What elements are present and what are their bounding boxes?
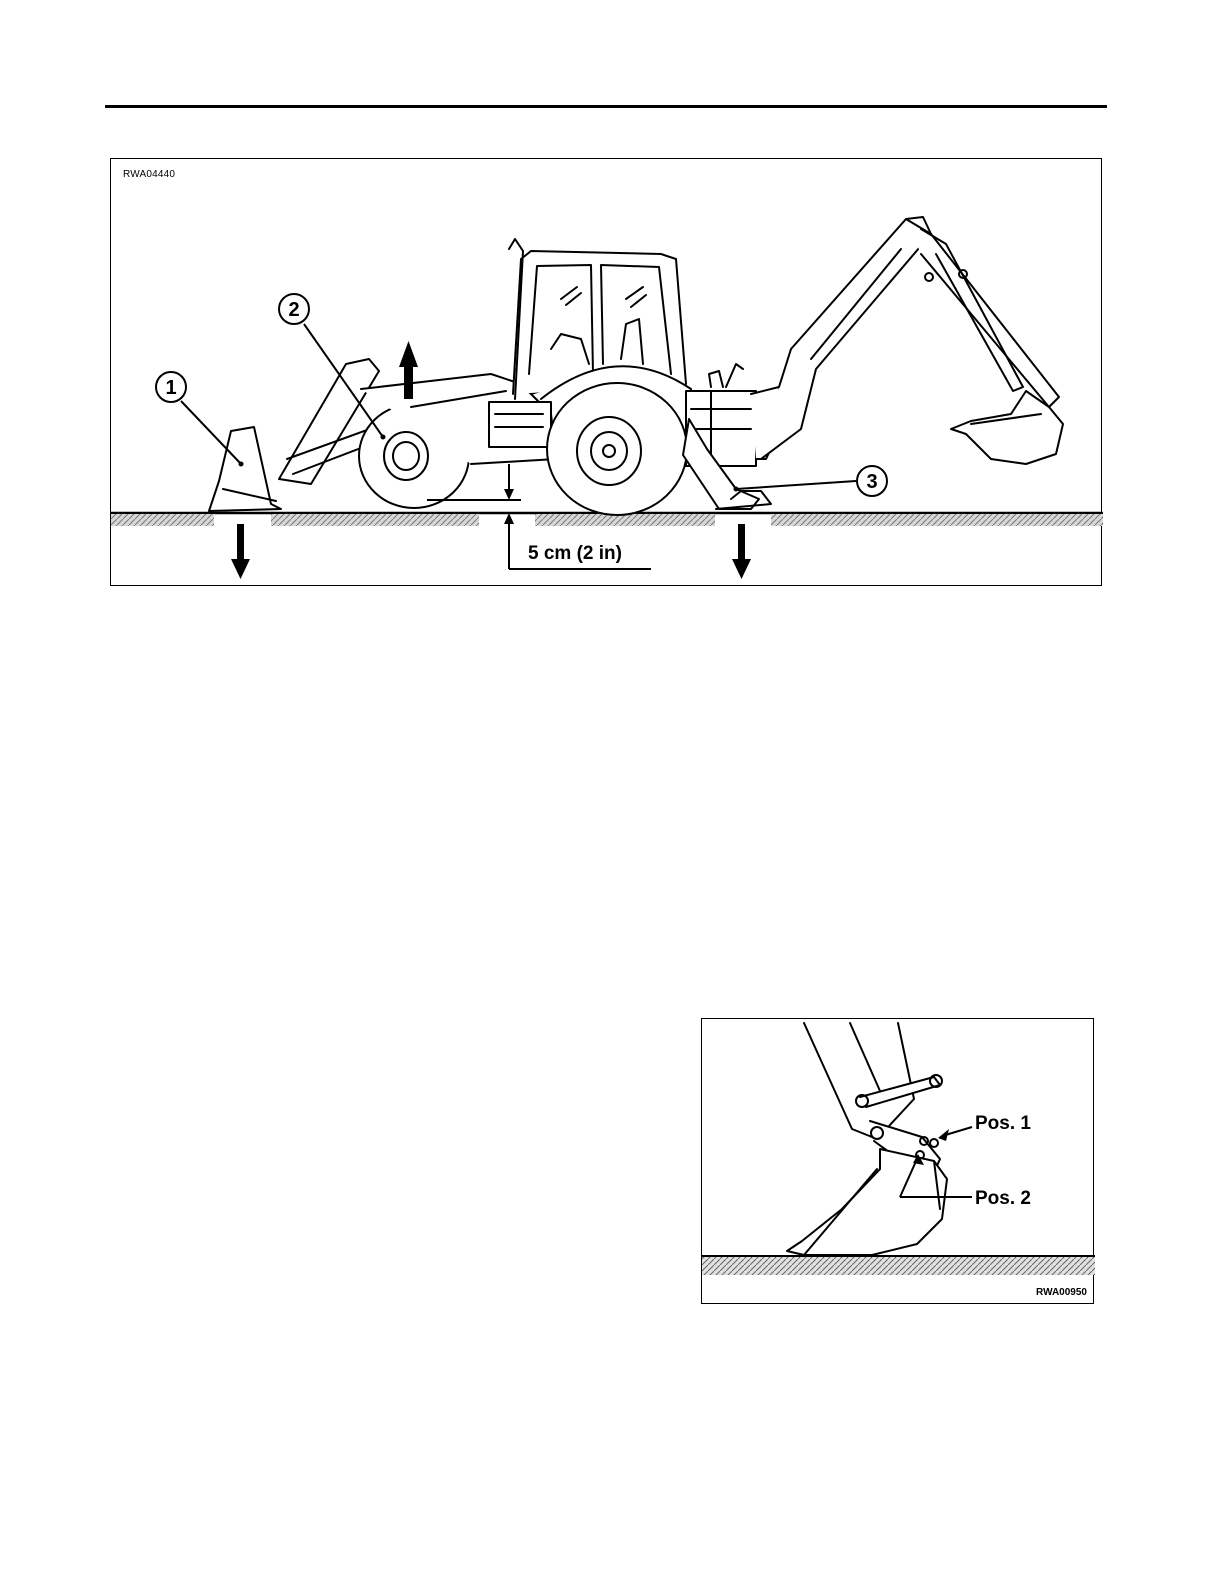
ground-hatch: [771, 514, 1103, 526]
ground-hatch: [111, 514, 214, 526]
measurement-label: 5 cm (2 in): [528, 543, 622, 564]
position-2-label: Pos. 2: [975, 1188, 1031, 1209]
figure-code: RWA00950: [1036, 1287, 1087, 1298]
backhoe-bucket-illustration: Pos. 1 Pos. 2: [702, 1019, 1095, 1305]
callout-3: 3: [866, 471, 877, 493]
backhoe-loader-illustration: 5 cm (2 in) 1 2 3: [111, 159, 1103, 587]
ground-hatch: [535, 514, 715, 526]
ground-hatch: [702, 1257, 1095, 1275]
backhoe-loader-figure: RWA04440: [110, 158, 1102, 586]
down-arrow-icon: [231, 524, 250, 579]
loader-bucket: [209, 427, 281, 511]
bucket-position-figure: Pos. 1 Pos. 2 RWA00950: [701, 1018, 1094, 1304]
callout-2: 2: [288, 299, 299, 321]
position-1-label: Pos. 1: [975, 1113, 1031, 1134]
header-rule: [105, 105, 1107, 108]
down-arrow-icon: [732, 524, 751, 579]
ground-hatch: [271, 514, 479, 526]
callout-1: 1: [165, 377, 176, 399]
